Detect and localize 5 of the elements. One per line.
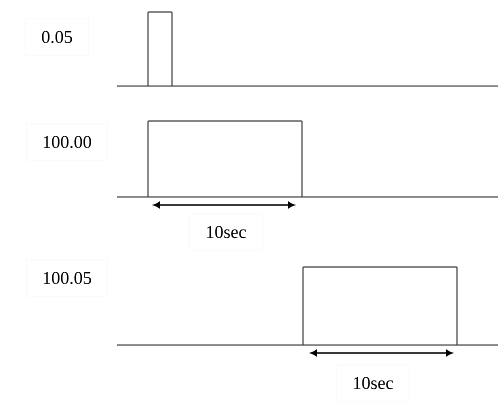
value-label: 100.05 <box>26 260 108 296</box>
value-label: 100.00 <box>26 124 108 160</box>
value-label: 0.05 <box>25 18 89 56</box>
duration-label: 10sec <box>189 214 263 250</box>
duration-label: 10sec <box>336 364 410 402</box>
